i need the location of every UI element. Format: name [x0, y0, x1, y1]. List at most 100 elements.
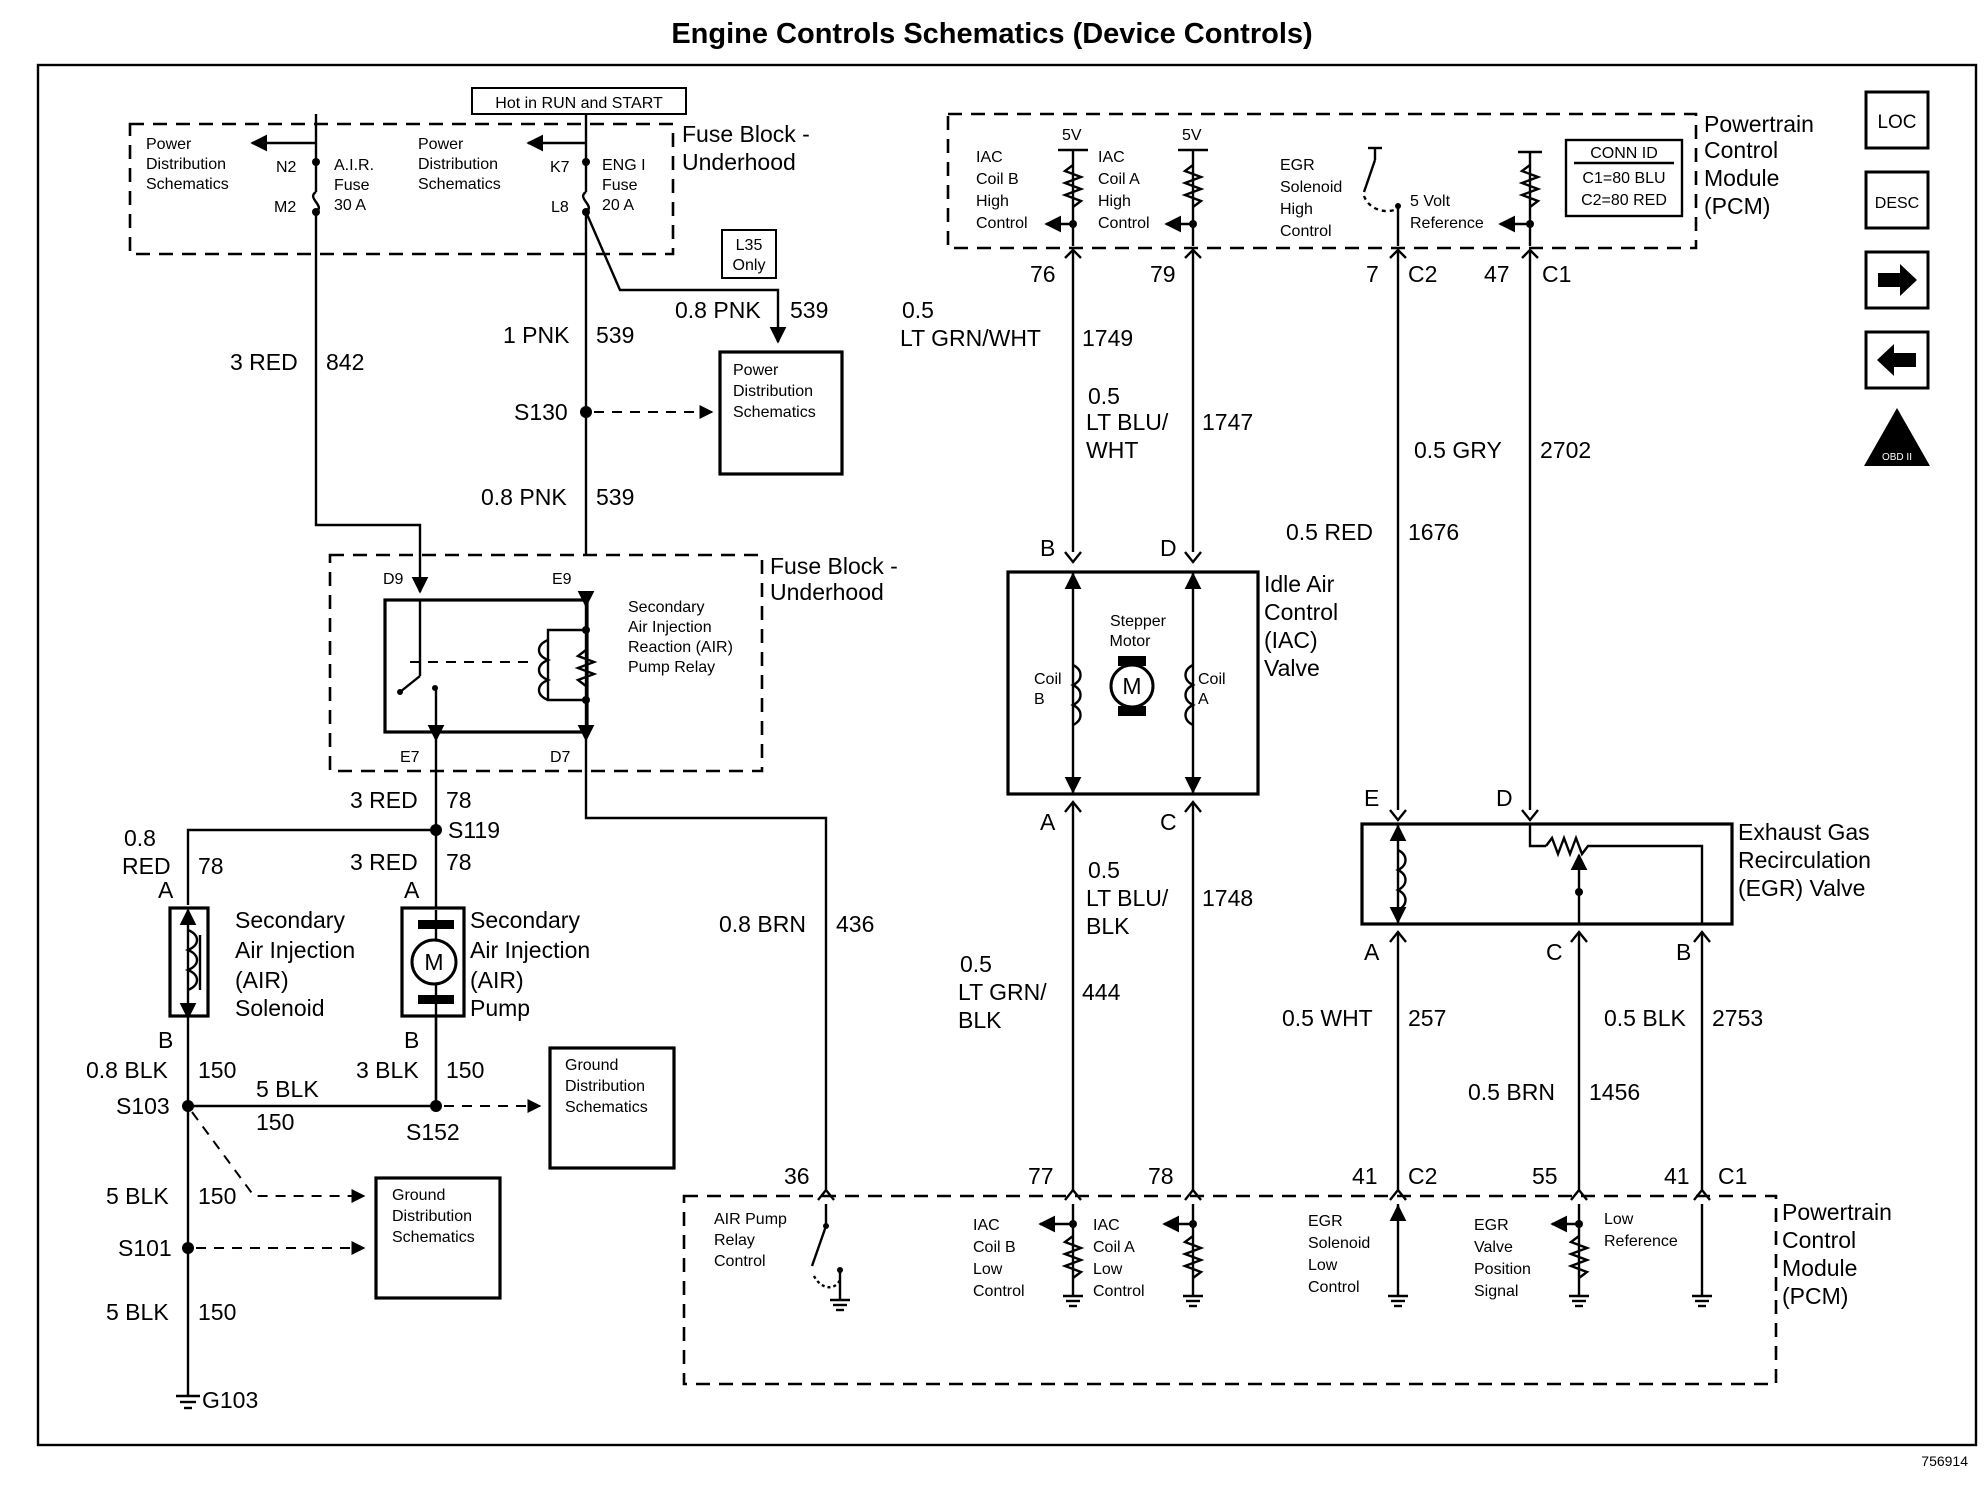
- w539a-circuit: 539: [596, 322, 634, 348]
- egr-sol-high-1: EGR: [1280, 157, 1315, 174]
- ground-pds-2-1: Ground: [392, 1187, 445, 1204]
- w1749-color: LT GRN/WHT: [900, 325, 1041, 351]
- iac-b-low-4: Control: [973, 1283, 1025, 1300]
- w78a-label: 3 RED: [350, 787, 418, 813]
- low-ref-1: Low: [1604, 1211, 1634, 1228]
- pds-mid-1: Power: [418, 136, 464, 153]
- iac-a-low-3: Low: [1093, 1261, 1123, 1278]
- pcm-bottom-c1: C1: [1718, 1163, 1747, 1189]
- splice-s119: S119: [448, 817, 500, 843]
- desc-button[interactable]: DESC: [1864, 170, 1930, 230]
- pcm-bottom-label-2: Control: [1782, 1227, 1856, 1253]
- w78c-color: RED: [122, 853, 171, 879]
- stepper-2: Motor: [1110, 633, 1152, 650]
- iac-b-high-2: Coil B: [976, 171, 1019, 188]
- w444-size: 0.5: [960, 951, 992, 977]
- iac-label-3: (IAC): [1264, 627, 1318, 653]
- ground-pds-1-2: Distribution: [565, 1078, 645, 1095]
- w2702-label: 0.5 GRY: [1414, 437, 1502, 463]
- pcm-pin-77: 77: [1028, 1163, 1054, 1189]
- w1747-circuit: 1747: [1202, 409, 1253, 435]
- pcm-pin-7: 7: [1366, 261, 1379, 287]
- egr-valve: E D Exhaust Gas Recirculation (EGR) Valv…: [1360, 785, 1871, 965]
- pcm-pin-76: 76: [1030, 261, 1056, 287]
- egr-label-1: Exhaust Gas: [1738, 819, 1870, 845]
- v5-a: 5V: [1182, 127, 1202, 144]
- iac-a-low-2: Coil A: [1093, 1239, 1135, 1256]
- pin-d7: D7: [550, 749, 571, 766]
- pcm-pin-47: 47: [1484, 261, 1510, 287]
- solenoid-label-4: Solenoid: [235, 995, 325, 1021]
- pump-label-3: (AIR): [470, 967, 524, 993]
- pcm-top-label-2: Control: [1704, 137, 1778, 163]
- low-ref-2: Reference: [1604, 1233, 1678, 1250]
- iac-label-2: Control: [1264, 599, 1338, 625]
- obd-ii-icon: [1864, 408, 1930, 466]
- iac-b-high-1: IAC: [976, 149, 1003, 166]
- splice-s103: S103: [116, 1093, 170, 1119]
- iac-b-high-4: Control: [976, 215, 1028, 232]
- hot-in-run-label-box: [471, 87, 687, 115]
- w444-circuit: 444: [1082, 979, 1121, 1005]
- pds-left-3: Schematics: [146, 176, 229, 193]
- w1747-color-1: LT BLU/: [1086, 409, 1169, 435]
- air-pump: A M Secondary Air Injection (AIR) Pump B: [400, 877, 590, 1053]
- iac-a-high-1: IAC: [1098, 149, 1125, 166]
- conn-id-3: C2=80 RED: [1581, 192, 1667, 209]
- obd-ii-button[interactable]: OBD II: [1864, 408, 1930, 466]
- coil-b-1: Coil: [1034, 671, 1062, 688]
- egr-pos-3: Position: [1474, 1261, 1531, 1278]
- iac-pin-a: A: [1040, 809, 1056, 835]
- pin-d9: D9: [383, 571, 404, 588]
- relay-label-1: Secondary: [628, 599, 705, 616]
- pcm-top: Powertrain Control Module (PCM) IAC Coil…: [946, 111, 1814, 287]
- w1747-size: 0.5: [1088, 383, 1120, 409]
- w1748-color-1: LT BLU/: [1086, 885, 1169, 911]
- pump-pin-a: A: [404, 877, 420, 903]
- fuse-block-top: Hot in RUN and START Fuse Block - Underh…: [128, 87, 810, 256]
- ground-pds-1-1: Ground: [565, 1057, 618, 1074]
- w78b-circuit: 78: [446, 849, 472, 875]
- arrow-left-icon: [1877, 344, 1916, 376]
- loc-icon-label: LOC: [1877, 112, 1916, 133]
- w1456-circuit: 1456: [1589, 1079, 1640, 1105]
- splice-s101: S101: [118, 1235, 172, 1261]
- iac-a-high-4: Control: [1098, 215, 1150, 232]
- pcm-bottom: 36 77 78 41 C2 55 41 C1 Powertrain Contr…: [682, 1163, 1892, 1386]
- w539c-circuit: 539: [596, 484, 634, 510]
- egr-pin-a: A: [1364, 939, 1380, 965]
- iac-label-4: Valve: [1264, 655, 1320, 681]
- egr-pin-e: E: [1364, 785, 1379, 811]
- ground-pds-1-3: Schematics: [565, 1099, 648, 1116]
- w150e-circuit: 150: [198, 1299, 236, 1325]
- w1749-circuit: 1749: [1082, 325, 1133, 351]
- iac-pin-c: C: [1160, 809, 1177, 835]
- egr-label-2: Recirculation: [1738, 847, 1871, 873]
- w2702-circuit: 2702: [1540, 437, 1591, 463]
- fuse-block-mid: Fuse Block - Underhood D9 E9 E7 D7 Secon…: [328, 553, 898, 773]
- page-title: Engine Controls Schematics (Device Contr…: [671, 18, 1313, 50]
- back-button[interactable]: [1864, 330, 1930, 390]
- air-relay-3: Control: [714, 1253, 766, 1270]
- pump-label-2: Air Injection: [470, 937, 590, 963]
- egr-pin-b: B: [1676, 939, 1691, 965]
- diagram-frame: [36, 63, 1978, 1447]
- pin-e7: E7: [400, 749, 420, 766]
- w150b-circuit: 150: [446, 1057, 484, 1083]
- egr-sol-low-3: Low: [1308, 1257, 1338, 1274]
- pin-e9: E9: [552, 571, 572, 588]
- pcm-top-label-1: Powertrain: [1704, 111, 1814, 137]
- pump-pin-b: B: [404, 1027, 419, 1053]
- iac-a-low-4: Control: [1093, 1283, 1145, 1300]
- iac-a-high-2: Coil A: [1098, 171, 1140, 188]
- solenoid-pin-b: B: [158, 1027, 173, 1053]
- air-pump-relay-box: [383, 598, 589, 734]
- pump-label-1: Secondary: [470, 907, 580, 933]
- iac-label-1: Idle Air: [1264, 571, 1335, 597]
- w1748-color-2: BLK: [1086, 913, 1130, 939]
- loc-button[interactable]: LOC: [1864, 90, 1930, 150]
- ground-pds-2-3: Schematics: [392, 1229, 475, 1246]
- next-button[interactable]: [1864, 250, 1930, 310]
- ground-g103: G103: [202, 1387, 258, 1413]
- pds-mid-2: Distribution: [418, 156, 498, 173]
